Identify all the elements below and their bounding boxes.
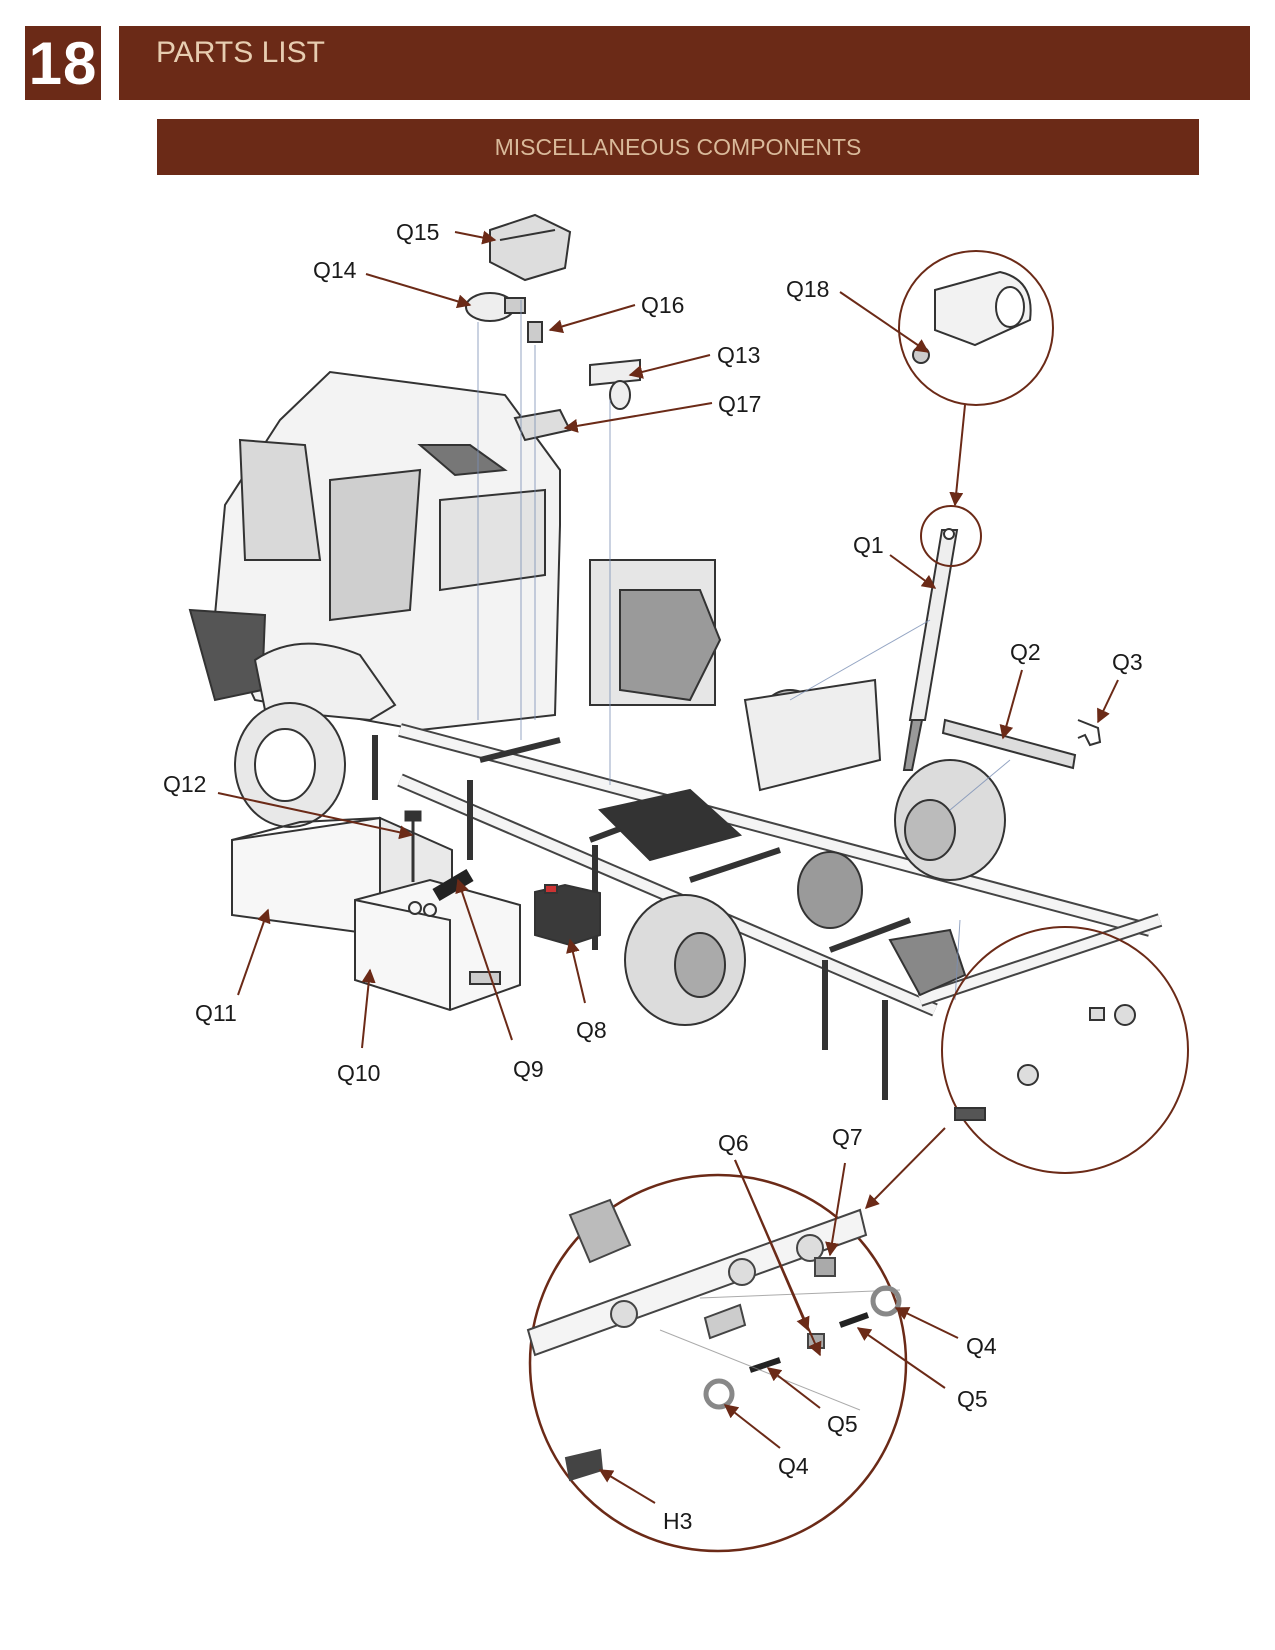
hand-grip-illustration bbox=[432, 868, 474, 902]
leader-q5a bbox=[856, 1327, 946, 1389]
solenoid-illustration bbox=[513, 408, 572, 442]
accumulator-illustration bbox=[589, 358, 641, 410]
leader-q14 bbox=[365, 273, 472, 309]
detail-target-rear bbox=[941, 926, 1189, 1174]
leader-q15 bbox=[454, 230, 497, 245]
callout-h3: H3 bbox=[663, 1508, 692, 1534]
callout-q15: Q15 bbox=[396, 219, 439, 245]
leader-q4b bbox=[723, 1404, 781, 1449]
leader-lines bbox=[217, 230, 1119, 1504]
callout-labels: Q15 Q14 Q16 Q18 Q13 Q17 Q1 Q2 Q3 Q12 Q11… bbox=[163, 219, 1143, 1534]
page-title: PARTS LIST bbox=[156, 36, 325, 69]
callout-q12: Q12 bbox=[163, 771, 206, 797]
leader-q9 bbox=[455, 878, 513, 1041]
section-title: MISCELLANEOUS COMPONENTS bbox=[157, 119, 1199, 175]
leader-q10 bbox=[361, 968, 376, 1049]
leader-q2 bbox=[999, 669, 1023, 740]
leader-detail-q18 bbox=[949, 404, 966, 507]
leader-q13 bbox=[628, 354, 711, 379]
leader-q3 bbox=[1097, 679, 1119, 724]
callout-q17: Q17 bbox=[718, 391, 761, 417]
callout-q14: Q14 bbox=[313, 257, 357, 283]
callout-q1: Q1 bbox=[853, 532, 884, 558]
header-bar bbox=[119, 26, 1250, 100]
pin-illustration bbox=[912, 270, 1032, 364]
leader-q12 bbox=[217, 792, 414, 840]
detail-rear-frame bbox=[526, 1198, 902, 1482]
callout-q16: Q16 bbox=[641, 292, 684, 318]
detail-lines bbox=[659, 1289, 901, 1411]
callout-q9: Q9 bbox=[513, 1056, 544, 1082]
callout-q3: Q3 bbox=[1112, 649, 1143, 675]
diesel-tank-illustration bbox=[354, 878, 521, 1012]
leader-q18 bbox=[839, 291, 930, 353]
callout-q2: Q2 bbox=[1010, 639, 1041, 665]
bracket-illustration bbox=[1077, 719, 1102, 747]
callout-q10: Q10 bbox=[337, 1060, 380, 1086]
leader-q1 bbox=[889, 554, 937, 589]
alignment-lines bbox=[477, 300, 1011, 1001]
battery-illustration bbox=[534, 883, 601, 947]
detail-circle-rear bbox=[528, 1173, 908, 1553]
chapter-number: 18 bbox=[25, 26, 101, 100]
filter-illustration bbox=[465, 292, 526, 322]
rear-target-parts bbox=[954, 1004, 1136, 1121]
leader-h3 bbox=[598, 1469, 656, 1504]
vehicle-illustration bbox=[188, 370, 1163, 1100]
hydraulic-cylinder-illustration bbox=[902, 528, 959, 771]
torque-bar-illustration bbox=[941, 718, 1077, 770]
callout-q7: Q7 bbox=[832, 1124, 863, 1150]
leader-q16 bbox=[548, 304, 636, 334]
leader-q5b bbox=[766, 1367, 821, 1409]
valve-block-illustration bbox=[489, 213, 572, 282]
callout-q5a: Q5 bbox=[957, 1386, 988, 1412]
leader-q17 bbox=[563, 402, 713, 433]
callout-q11: Q11 bbox=[195, 1000, 237, 1026]
leader-q4a bbox=[894, 1307, 959, 1339]
leader-q8 bbox=[566, 938, 586, 1004]
callout-q13: Q13 bbox=[717, 342, 760, 368]
callout-q5b: Q5 bbox=[827, 1411, 858, 1437]
leader-detail-rear bbox=[865, 1127, 946, 1209]
leader-q7 bbox=[825, 1162, 846, 1257]
small-filter-illustration bbox=[527, 321, 543, 343]
leader-q6b bbox=[734, 1159, 822, 1357]
callout-q4a: Q4 bbox=[966, 1333, 997, 1359]
callout-q6: Q6 bbox=[718, 1130, 749, 1156]
callout-q4b: Q4 bbox=[778, 1453, 809, 1479]
leader-q11 bbox=[237, 908, 271, 996]
callout-q18: Q18 bbox=[786, 276, 829, 302]
callout-q8: Q8 bbox=[576, 1017, 607, 1043]
